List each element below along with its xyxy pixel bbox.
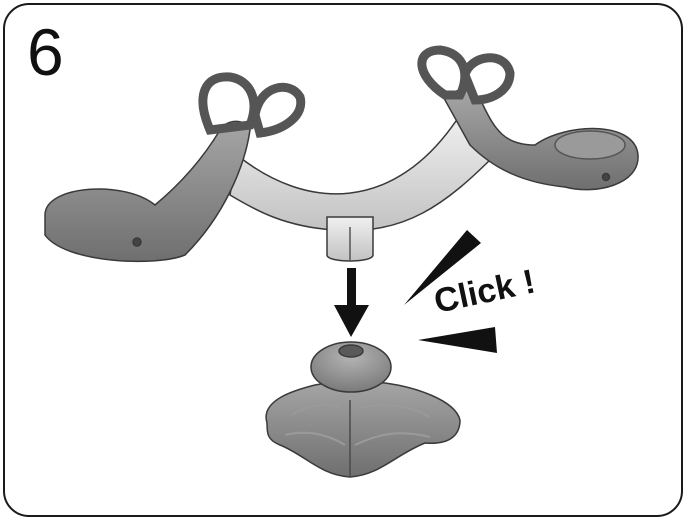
click-callout: Click ! [431,262,539,320]
star-base-icon [266,342,460,477]
down-arrow-icon [334,268,369,337]
instruction-panel: 6 [3,3,683,517]
illustration: Click ! [5,5,681,515]
seesaw-seat-icon [45,50,638,261]
